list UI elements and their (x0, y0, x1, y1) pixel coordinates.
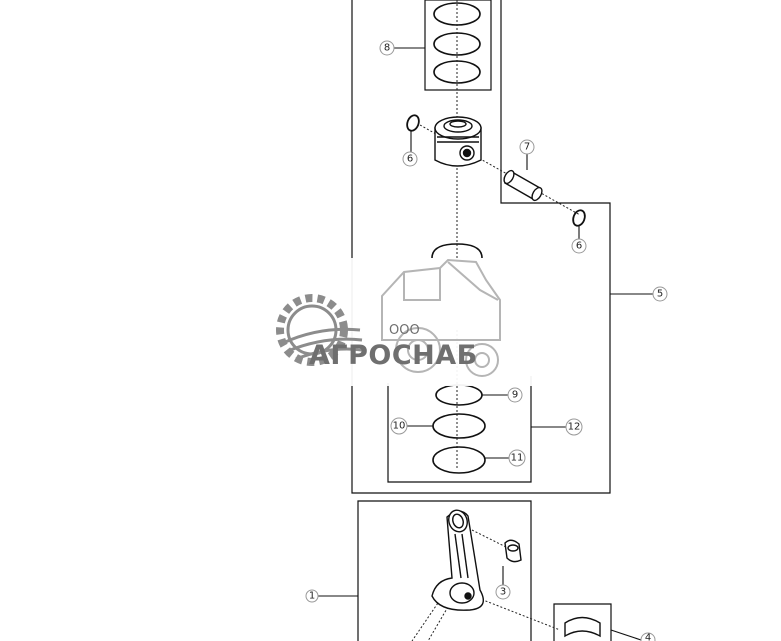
piston-pin (503, 169, 543, 202)
leader-lines (318, 47, 653, 641)
svg-text:6: 6 (576, 241, 582, 252)
snap-rings (406, 114, 586, 227)
combine-harvester-logo (381, 258, 501, 377)
callout-badges: 8 6 7 6 5 9 10 12 (305, 40, 668, 641)
svg-text:5: 5 (657, 289, 663, 300)
connecting-rod (431, 509, 484, 611)
callout-3: 3 (495, 584, 511, 600)
group-frames (351, 0, 612, 641)
ring-item-10 (432, 413, 486, 439)
callout-7: 7 (519, 139, 535, 155)
conrod-1-frame (357, 500, 532, 641)
piston-ring-partial (431, 243, 483, 259)
svg-text:1: 1 (309, 591, 315, 602)
watermark: ООО АГРОСНАБ (245, 258, 535, 386)
piston-rings-set-8 (433, 2, 481, 84)
bearing-4-frame (553, 603, 612, 641)
callout-9: 9 (507, 387, 523, 403)
svg-text:8: 8 (384, 43, 390, 54)
svg-text:7: 7 (524, 142, 530, 153)
callout-11: 11 (508, 449, 526, 467)
ring-group-12 (432, 384, 486, 474)
piston (434, 116, 482, 167)
ring-item-9 (435, 384, 483, 406)
svg-text:9: 9 (512, 390, 518, 401)
callout-1: 1 (305, 589, 319, 603)
watermark-company-name: АГРОСНАБ (309, 340, 478, 371)
callout-6-right: 6 (571, 238, 587, 254)
callout-10: 10 (390, 417, 408, 435)
callout-8: 8 (379, 40, 395, 56)
svg-text:12: 12 (568, 422, 581, 433)
ring-item-11 (432, 446, 486, 474)
svg-text:10: 10 (393, 421, 406, 432)
snap-ring-left (406, 114, 420, 132)
bearing-shell (564, 616, 601, 638)
ring-set-8-frame (424, 0, 492, 91)
svg-text:4: 4 (645, 633, 651, 641)
svg-text:3: 3 (500, 587, 506, 598)
callout-5: 5 (652, 286, 668, 302)
ring-group-12-frame (387, 376, 532, 483)
svg-text:11: 11 (511, 453, 524, 464)
watermark-legal-form: ООО (389, 323, 420, 338)
assembly-5-frame (351, 0, 611, 494)
callout-12: 12 (565, 418, 583, 436)
bushing (504, 539, 522, 563)
callout-4: 4 (640, 633, 656, 641)
snap-ring-right (572, 209, 586, 227)
callout-6-left: 6 (402, 151, 418, 167)
gear-logo (276, 294, 363, 366)
svg-text:6: 6 (407, 154, 413, 165)
